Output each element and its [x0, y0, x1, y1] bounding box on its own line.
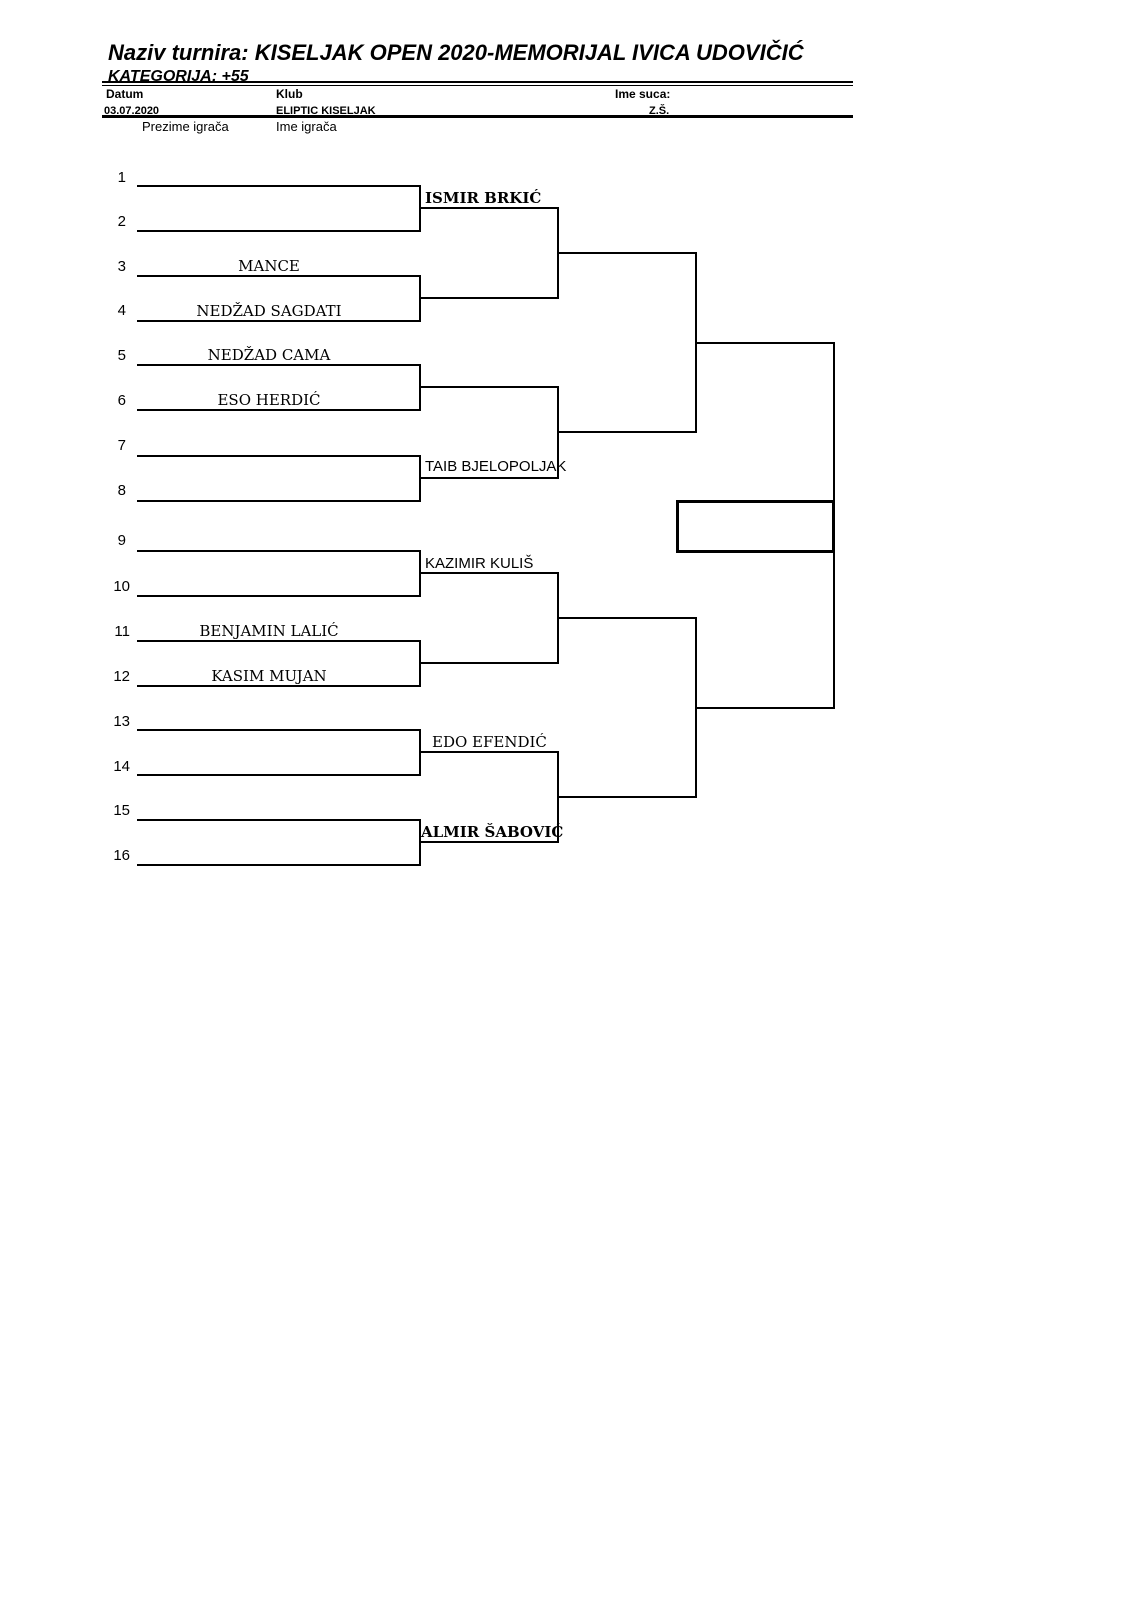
seed-number: 2 [117, 213, 126, 230]
round2-name[interactable]: EDO EFENDIĆ [432, 733, 547, 751]
seed-number: 8 [117, 482, 126, 499]
seed-number: 3 [117, 258, 126, 275]
club-label: Klub [276, 87, 303, 101]
player-name[interactable]: NEDŽAD CAMA [207, 346, 331, 364]
seed-number: 5 [117, 347, 126, 364]
name-column-label: Ime igrača [276, 119, 337, 134]
player-name[interactable]: BENJAMIN LALIĆ [199, 622, 339, 640]
round2-name[interactable]: TAIB BJELOPOLJAK [425, 458, 567, 475]
seed-number: 12 [113, 668, 130, 685]
header-rule-top [102, 81, 853, 83]
seed-number: 1 [117, 169, 126, 186]
seed-number: 7 [117, 437, 126, 454]
round2-name[interactable]: ALMIR ŠABOVIĆ [421, 823, 564, 841]
player-name[interactable]: MANCE [238, 257, 300, 275]
player-name[interactable]: ESO HERDIĆ [217, 391, 321, 409]
header-rule-top-2 [102, 85, 853, 86]
seed-number: 6 [117, 392, 126, 409]
tournament-title: Naziv turnira: KISELJAK OPEN 2020-MEMORI… [108, 40, 804, 65]
round2-name[interactable]: ISMIR BRKIĆ [425, 189, 542, 207]
round2-name[interactable]: KAZIMIR KULIŠ [425, 555, 534, 572]
player-name[interactable]: KASIM MUJAN [211, 667, 327, 685]
referee-value: Z.Š. [649, 105, 670, 116]
date-label: Datum [106, 87, 144, 101]
club-value: ELIPTIC KISELJAK [276, 105, 376, 116]
player-name[interactable]: NEDŽAD SAGDATI [196, 302, 342, 320]
header-rule-bottom [102, 115, 853, 118]
seed-number: 13 [113, 713, 130, 730]
seed-number: 14 [113, 758, 130, 775]
date-value: 03.07.2020 [104, 105, 160, 116]
seed-number: 15 [113, 802, 130, 819]
seed-number: 9 [117, 532, 126, 549]
seed-number: 4 [117, 302, 126, 319]
surname-column-label: Prezime igrača [142, 119, 229, 134]
referee-label: Ime suca: [615, 87, 671, 101]
seed-number: 16 [113, 847, 130, 864]
category-label: KATEGORIJA: +55 [108, 68, 249, 84]
champion-box[interactable] [676, 500, 835, 553]
seed-number: 10 [113, 578, 130, 595]
seed-number: 11 [114, 623, 130, 640]
